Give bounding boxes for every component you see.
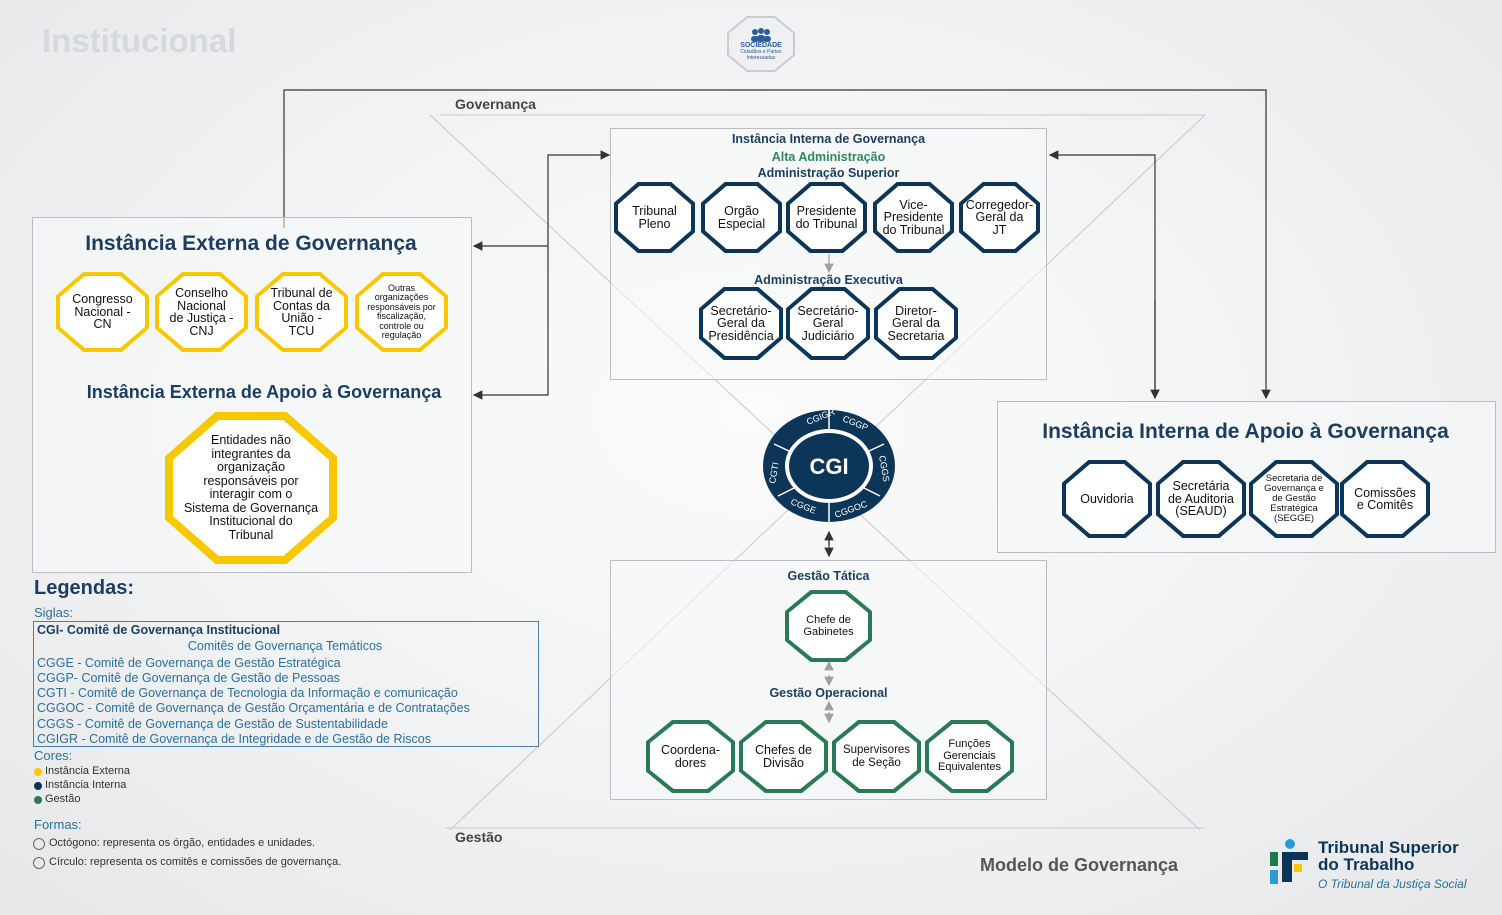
cgi-circle: CGI CGIGR CGGP CGGS CGGOC CGGE CGTI — [763, 408, 895, 522]
org-funcoes-gerenciais: Funções Gerenciais Equivalentes — [925, 720, 1014, 793]
org-ouvidoria: Ouvidoria — [1062, 460, 1152, 538]
internal-title: Instância Interna de Governança — [731, 132, 926, 146]
org-orgao-especial: Orgão Especial — [701, 182, 782, 253]
cgi-sigla: CGI- Comitê de Governança Institucional — [37, 623, 281, 637]
administracao-superior: Administração Superior — [757, 166, 900, 180]
org-vice-presidente: Vice- Presidente do Tribunal — [873, 182, 954, 253]
color-dot-gestao — [34, 796, 42, 804]
cores-label: Cores: — [34, 748, 73, 763]
tst-logo-icon — [1270, 839, 1308, 884]
gestao-operacional-label: Gestão Operacional — [769, 686, 888, 700]
legend-title: Legendas: — [34, 577, 135, 599]
org-label: Comissões e Comitês — [1354, 485, 1416, 512]
society-label: SOCIEDADE — [740, 41, 782, 49]
org-label: Secretaria de Governança e de Gestão Est… — [1264, 473, 1324, 524]
cgi-center-label: CGI — [809, 454, 848, 479]
forma-line: Círculo: representa os comitês e comissõ… — [49, 856, 342, 868]
org-entidades: Entidades não integrantes da organização… — [165, 412, 337, 564]
org-label: Ouvidoria — [1080, 491, 1134, 506]
org-tribunal-pleno: Tribunal Pleno — [614, 182, 695, 253]
org-label: Vice- Presidente do Tribunal — [882, 197, 945, 237]
cgi-ring-label: CGGS — [877, 455, 891, 483]
color-label: Instância Interna — [45, 779, 127, 791]
forma-line: Octógono: representa os órgão, entidades… — [49, 837, 316, 849]
society-sublabel: Cidadãos e Partes Interessadas — [740, 48, 782, 61]
org-label: Congresso Nacional - CN — [72, 292, 133, 332]
org-chefe-gabinetes: Chefe de Gabinetes — [785, 590, 872, 662]
sigla-line: CGGE - Comitê de Governança de Gestão Es… — [37, 656, 341, 670]
org-corregedor: Corregedor- Geral da JT — [959, 182, 1040, 253]
org-label: Tribunal Pleno — [632, 204, 677, 231]
logo-line1: Tribunal Superior — [1318, 838, 1459, 857]
org-supervisores: Supervisores de Seção — [832, 720, 921, 793]
org-presidente: Presidente do Tribunal — [786, 182, 867, 253]
sigla-line: CGIGR - Comitê de Governança de Integrid… — [37, 732, 431, 746]
external-title: Instância Externa de Governança — [85, 232, 417, 255]
people-icon — [751, 27, 771, 42]
org-label: Secretária de Auditoria (SEAUD) — [1167, 479, 1235, 519]
org-seaud: Secretária de Auditoria (SEAUD) — [1156, 460, 1246, 538]
formas-label: Formas: — [34, 817, 82, 832]
org-label: Corregedor- Geral da JT — [965, 197, 1034, 237]
color-label: Instância Externa — [45, 765, 130, 777]
org-congresso: Congresso Nacional - CN — [56, 272, 149, 352]
org-secretario-judiciario: Secretário- Geral Judiciário — [786, 287, 870, 360]
org-label: Secretário- Geral Judiciário — [797, 303, 859, 343]
color-dot-externa — [34, 768, 42, 776]
org-label: Presidente do Tribunal — [795, 204, 858, 231]
logo-tagline: O Tribunal da Justiça Social — [1318, 877, 1467, 891]
external-support-title: Instância Externa de Apoio à Governança — [86, 382, 442, 402]
logo-line2: do Trabalho — [1318, 855, 1415, 874]
org-outras: Outras organizações responsáveis por fis… — [355, 272, 448, 352]
alta-administracao: Alta Administração — [771, 150, 886, 164]
shape-icon-circle — [33, 857, 45, 869]
org-label: Chefe de Gabinetes — [803, 614, 854, 638]
org-label: Supervisores de Seção — [842, 744, 911, 769]
org-label: Secretário- Geral da Presidência — [708, 303, 774, 343]
org-label: Tribunal de Contas da União - TCU — [270, 286, 333, 338]
color-dot-interna — [34, 782, 42, 790]
modelo-label: Modelo de Governança — [980, 855, 1179, 875]
tematicos-label: Comitês de Governança Temáticos — [187, 639, 383, 653]
siglas-box — [33, 621, 539, 747]
org-label: Conselho Nacional de Justiça - CNJ — [169, 286, 234, 338]
color-label: Gestão — [45, 793, 81, 805]
shape-icon-octagon — [33, 838, 45, 850]
org-label: Orgão Especial — [717, 204, 766, 231]
org-secretario-presidencia: Secretário- Geral da Presidência — [699, 287, 783, 360]
siglas-label: Siglas: — [34, 605, 74, 620]
internal-support-title: Instância Interna de Apoio à Governança — [1042, 420, 1449, 443]
governanca-label: Governança — [455, 96, 536, 112]
org-label: Outras organizações responsáveis por fis… — [367, 282, 436, 340]
org-label: Funções Gerenciais Equivalentes — [938, 738, 1001, 774]
sigla-line: CGGS - Comitê de Governança de Gestão de… — [37, 717, 388, 731]
org-label: Diretor- Geral da Secretaria — [887, 303, 945, 343]
cgi-ring-label: CGTI — [767, 461, 781, 484]
org-label: Chefes de Divisão — [755, 743, 812, 770]
org-label: Coordena- dores — [660, 743, 721, 770]
gestao-label: Gestão — [455, 829, 503, 845]
page-title: Institucional — [42, 22, 237, 59]
sigla-line: CGGOC - Comitê de Governança de Gestão O… — [37, 701, 470, 715]
org-segge: Secretaria de Governança e de Gestão Est… — [1249, 460, 1339, 538]
org-tcu: Tribunal de Contas da União - TCU — [255, 272, 348, 352]
society-badge: SOCIEDADE Cidadãos e Partes Interessadas — [727, 16, 795, 72]
org-cnj: Conselho Nacional de Justiça - CNJ — [155, 272, 248, 352]
sigla-line: CGGP- Comitê de Governança de Gestão de … — [37, 671, 340, 685]
org-comissoes: Comissões e Comitês — [1340, 460, 1430, 538]
org-label: Entidades não integrantes da organização… — [183, 433, 319, 542]
org-diretor-geral: Diretor- Geral da Secretaria — [874, 287, 958, 360]
org-chefes-divisao: Chefes de Divisão — [739, 720, 828, 793]
sigla-line: CGTI - Comitê de Governança de Tecnologi… — [37, 686, 458, 700]
org-coordenadores: Coordena- dores — [646, 720, 735, 793]
administracao-executiva: Administração Executiva — [754, 273, 903, 287]
gestao-tatica-label: Gestão Tática — [787, 569, 870, 583]
